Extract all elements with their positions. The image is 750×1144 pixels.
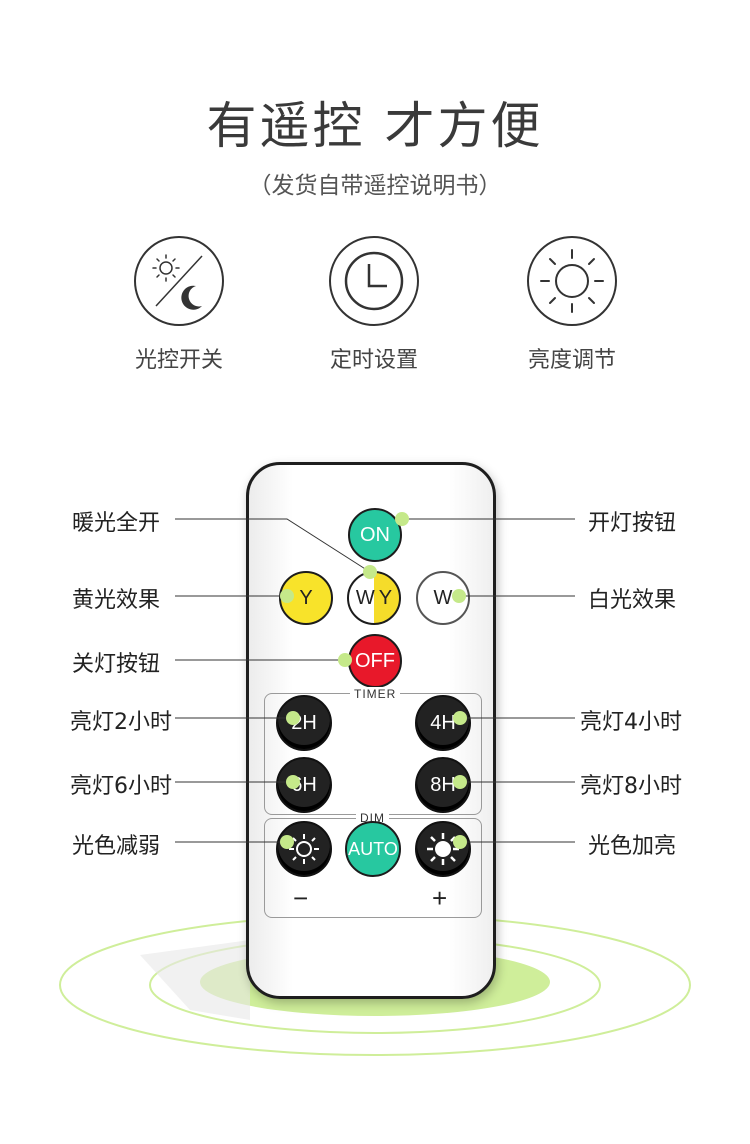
- plus-sign: +: [432, 883, 448, 913]
- sun-moon-icon: [134, 236, 224, 326]
- timer-label: TIMER: [350, 687, 401, 701]
- remote-control: ON Y W Y W OFF TIMER 2H 4H 6H 8H DIM AUT…: [246, 462, 496, 999]
- callout-2h: 亮灯2小时: [70, 710, 172, 735]
- callout-dim-down: 光色减弱: [71, 834, 160, 859]
- timer-6h-button[interactable]: 6H: [276, 757, 332, 813]
- auto-button[interactable]: AUTO: [345, 821, 401, 877]
- callout-warm-all: 暖光全开: [71, 511, 160, 536]
- timer-2h-button[interactable]: 2H: [276, 695, 332, 751]
- callout-8h: 亮灯8小时: [580, 774, 682, 799]
- callout-off: 关灯按钮: [71, 652, 160, 677]
- feature-label: 定时设置: [329, 348, 418, 373]
- off-button[interactable]: OFF: [348, 634, 402, 688]
- callout-dim-up: 光色加亮: [588, 834, 677, 859]
- feature-label: 亮度调节: [527, 348, 616, 373]
- callout-yellow: 黄光效果: [71, 588, 160, 613]
- dim-sun-icon: [289, 834, 319, 864]
- sun-icon: [527, 236, 617, 326]
- feature-light-control: 光控开关: [89, 236, 269, 374]
- callout-white: 白光效果: [588, 588, 677, 613]
- callout-6h: 亮灯6小时: [70, 774, 172, 799]
- feature-brightness: 亮度调节: [482, 236, 662, 374]
- bright-sun-icon: [427, 833, 459, 865]
- on-button[interactable]: ON: [348, 508, 402, 562]
- page-subtitle: （发货自带遥控说明书）: [248, 173, 502, 199]
- page-title: 有遥控 才方便: [206, 97, 544, 155]
- callout-4h: 亮灯4小时: [580, 710, 682, 735]
- warm-all-button[interactable]: W Y: [347, 571, 401, 625]
- minus-sign: −: [293, 883, 309, 913]
- dim-down-button[interactable]: [276, 821, 332, 877]
- timer-4h-button[interactable]: 4H: [415, 695, 471, 751]
- feature-timer: 定时设置: [284, 236, 464, 374]
- clock-icon: [329, 236, 419, 326]
- feature-label: 光控开关: [134, 348, 223, 373]
- dim-up-button[interactable]: [415, 821, 471, 877]
- wy-y-label: Y: [378, 586, 393, 609]
- callout-on: 开灯按钮: [588, 511, 677, 536]
- wy-w-label: W: [355, 586, 375, 609]
